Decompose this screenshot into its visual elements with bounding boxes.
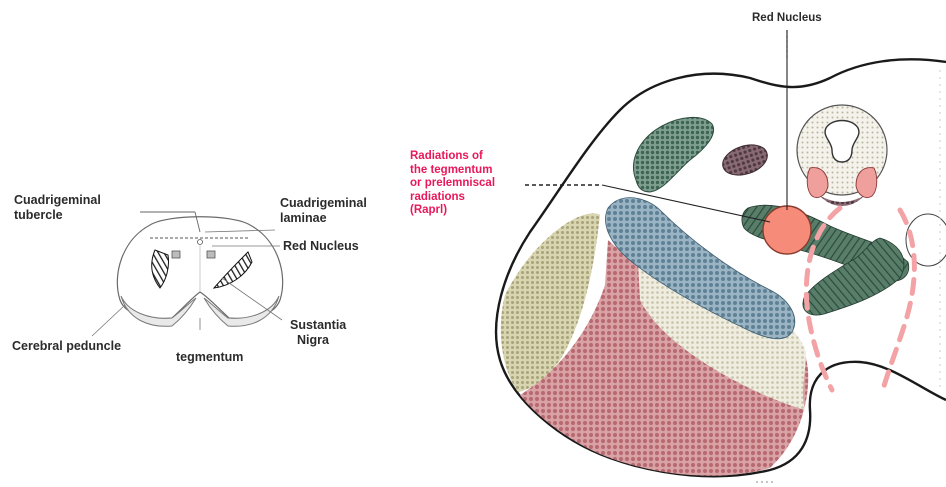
label-sustantia-nigra: Sustantia Nigra: [290, 318, 346, 348]
left-midbrain-cross-section: [92, 212, 283, 336]
label-cuadrigeminal-tubercle: Cuadrigeminal tubercle: [14, 193, 101, 223]
label-cerebral-peduncle: Cerebral peduncle: [12, 339, 121, 354]
right-midbrain-section: [496, 30, 946, 482]
label-radiations-tegmentum: Radiations of the tegmentum or prelemnis…: [410, 150, 495, 218]
label-tegmentum: tegmentum: [176, 350, 243, 365]
red-nucleus-right: [207, 251, 215, 258]
label-red-nucleus-right: Red Nucleus: [752, 11, 822, 26]
label-red-nucleus-left: Red Nucleus: [283, 239, 359, 254]
red-nucleus-left: [172, 251, 180, 258]
red-nucleus-large: [763, 206, 811, 254]
label-cuadrigeminal-laminae: Cuadrigeminal laminae: [280, 196, 367, 226]
